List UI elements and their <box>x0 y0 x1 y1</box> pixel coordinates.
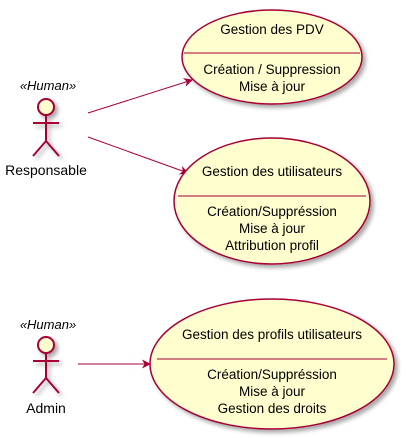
usecase-line: Création/Suppréssion <box>207 204 337 219</box>
usecase-gestion-profils: Gestion des profils utilisateurs Créatio… <box>149 298 395 430</box>
usecase-ellipse <box>181 9 363 105</box>
relation-responsable-gestion-utilisateurs <box>87 136 189 175</box>
usecase-line: Mise à jour <box>239 384 306 399</box>
actor-admin: «Human» Admin <box>20 317 76 416</box>
usecase-line: Mise à jour <box>239 221 306 236</box>
usecase-title: Gestion des profils utilisateurs <box>182 327 362 342</box>
usecase-title: Gestion des PDV <box>220 22 324 37</box>
stick-figure-icon <box>32 336 60 394</box>
usecase-gestion-utilisateurs: Gestion des utilisateurs Création/Suppré… <box>173 137 371 265</box>
stick-figure-icon <box>32 98 60 157</box>
relation-responsable-gestion-pdv <box>87 78 193 114</box>
usecase-line: Création/Suppréssion <box>207 367 337 382</box>
actor-label: Admin <box>26 400 66 416</box>
usecase-line: Mise à jour <box>239 79 306 94</box>
relations <box>78 78 193 369</box>
usecase-line: Gestion des droits <box>218 401 327 416</box>
actor-stereotype: «Human» <box>20 78 76 93</box>
actor-responsable: «Human» Responsable <box>5 78 87 178</box>
usecase-title: Gestion des utilisateurs <box>202 164 343 179</box>
actor-stereotype: «Human» <box>20 317 76 332</box>
usecase-ellipse <box>149 298 395 430</box>
usecase-gestion-pdv: Gestion des PDV Création / Suppression M… <box>181 9 363 105</box>
actor-label: Responsable <box>5 162 87 178</box>
usecase-line: Création / Suppression <box>203 62 340 77</box>
usecase-ellipse <box>173 137 371 265</box>
usecase-line: Attribution profil <box>225 238 319 253</box>
